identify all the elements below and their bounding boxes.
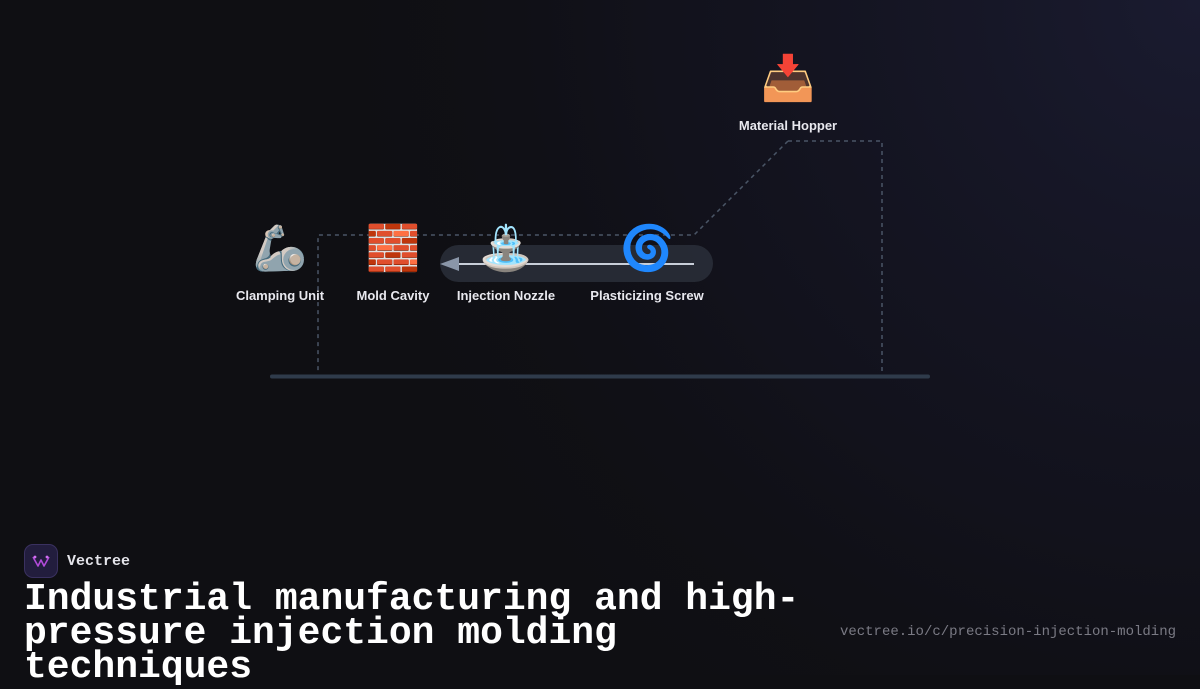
brick-icon: 🧱 <box>365 223 421 274</box>
vectree-logo-icon <box>24 544 58 578</box>
node-label: Mold Cavity <box>356 288 430 303</box>
node-label: Clamping Unit <box>235 288 325 303</box>
cyclone-icon: 🌀 <box>619 223 675 274</box>
node-label: Plasticizing Screw <box>590 288 704 303</box>
background-glow <box>0 0 1200 675</box>
brand-name: Vectree <box>67 552 131 570</box>
mechanical-arm-icon: 🦾 <box>252 223 308 274</box>
flow-arrow-icon <box>440 257 459 271</box>
page-url: vectree.io/c/precision-injection-molding <box>839 624 1176 640</box>
node-label: Material Hopper <box>738 118 838 133</box>
hopper-return-connector <box>788 140 883 376</box>
node-injection-nozzle: ⛲ Injection Nozzle <box>426 223 586 304</box>
fountain-icon: ⛲ <box>478 223 534 274</box>
inbox-tray-icon: 📥 <box>760 53 816 104</box>
page-title: Industrial manufacturing and high-pressu… <box>24 578 800 689</box>
node-label: Injection Nozzle <box>456 288 556 303</box>
node-clamping-unit: 🦾 Clamping Unit <box>200 223 360 304</box>
brand: Vectree <box>24 544 130 578</box>
node-plasticizing-screw: 🌀 Plasticizing Screw <box>567 223 727 304</box>
node-mold-cavity: 🧱 Mold Cavity <box>313 223 473 304</box>
node-material-hopper: 📥 Material Hopper <box>708 53 868 134</box>
process-diagram <box>270 140 930 379</box>
hopper-feed-connector <box>317 140 789 372</box>
